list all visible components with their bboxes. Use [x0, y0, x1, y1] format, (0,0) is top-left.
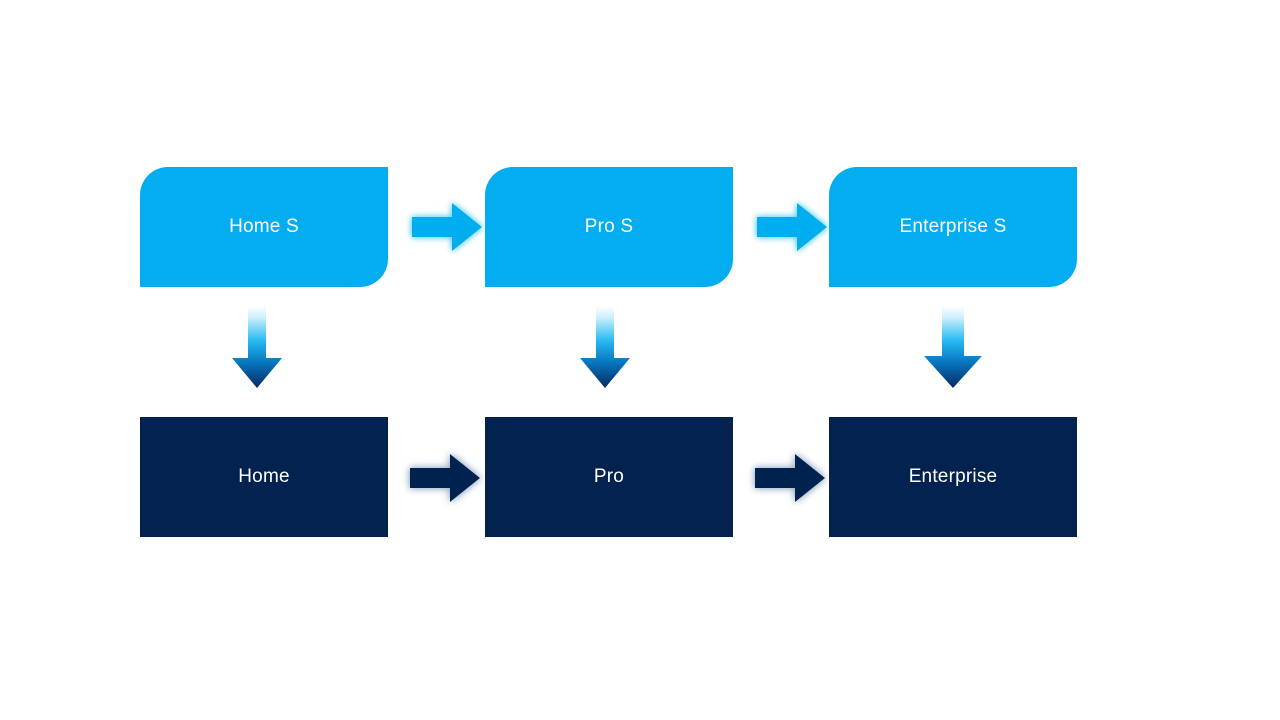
node-pro-s[interactable]: Pro S [485, 167, 733, 287]
node-enterprise-label: Enterprise [908, 465, 998, 487]
node-enterprise[interactable]: Enterprise [829, 417, 1077, 537]
arrow-home-to-pro [400, 444, 490, 512]
node-home[interactable]: Home [140, 417, 388, 537]
arrow-pro-s-to-enterprise-s [749, 194, 835, 260]
node-pro-label: Pro [593, 465, 625, 487]
arrow-home-s-to-home [226, 306, 288, 392]
arrow-pro-to-enterprise [745, 444, 835, 512]
node-pro-s-label: Pro S [584, 215, 634, 237]
arrow-home-s-to-pro-s [404, 194, 490, 260]
node-pro[interactable]: Pro [485, 417, 733, 537]
node-home-s-label: Home S [229, 215, 299, 237]
node-enterprise-s-label: Enterprise S [899, 215, 1007, 237]
node-enterprise-s[interactable]: Enterprise S [829, 167, 1077, 287]
node-home-s[interactable]: Home S [140, 167, 388, 287]
node-home-label: Home [238, 465, 290, 487]
arrow-pro-s-to-pro [574, 306, 636, 392]
arrow-enterprise-s-to-enterprise [918, 306, 988, 392]
